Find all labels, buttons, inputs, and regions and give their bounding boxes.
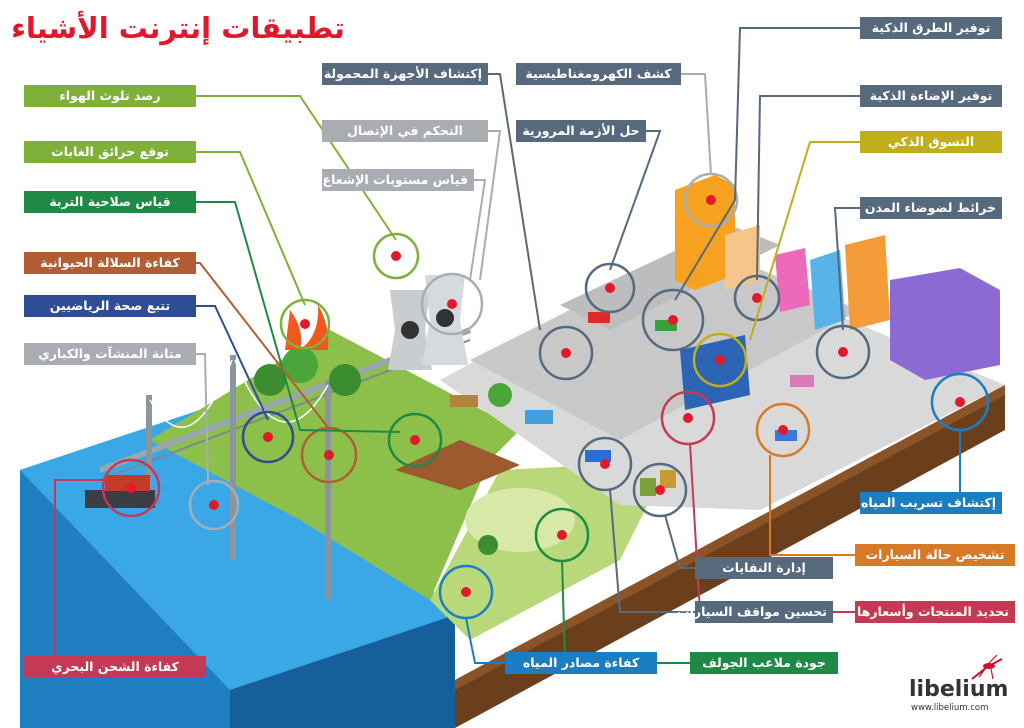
logo-url: www.libelium.com xyxy=(911,703,989,713)
label-air-pollution: رصد تلوث الهواء xyxy=(24,85,196,107)
label-water-leak: إكتشاف تسريب المياه xyxy=(860,492,1002,514)
label-waste: إدارة النفايات xyxy=(695,557,833,579)
label-soil: قياس صلاحية التربة xyxy=(24,191,196,213)
label-radiation: قياس مستويات الإشعاع xyxy=(322,169,474,191)
label-structures: متانة المنشآت والكباري xyxy=(24,343,196,365)
logo-name: libelium xyxy=(909,677,1009,702)
label-smart-roads: توفير الطرق الذكية xyxy=(860,17,1002,39)
label-livestock: كفاءة السلالة الحيوانية xyxy=(24,252,196,274)
label-noise-maps: خرائط لضوضاء المدن xyxy=(860,197,1002,219)
label-electromagnetic: كشف الكهرومغناطيسية xyxy=(516,63,681,85)
label-water-sources: كفاءة مصادر المياه xyxy=(505,652,657,674)
label-traffic: حل الأزمة المرورية xyxy=(516,120,646,142)
label-products-prices: تحديد المنتجات وأسعارها xyxy=(855,601,1015,623)
label-smart-lighting: توفير الإضاءة الذكية xyxy=(860,85,1002,107)
label-smart-shopping: التسوق الذكي xyxy=(860,131,1002,153)
label-connection-control: التحكم في الإتصال xyxy=(322,120,488,142)
mosquito-icon xyxy=(971,655,1003,680)
label-car-diagnosis: تشخيص حالة السيارات xyxy=(855,544,1015,566)
label-parking: تحسين مواقف السيارات xyxy=(677,601,833,623)
label-shipping: كفاءة الشحن البحري xyxy=(24,656,206,678)
label-forest-fire: توقع حرائق الغابات xyxy=(24,141,196,163)
label-golf: جودة ملاعب الجولف xyxy=(690,652,838,674)
label-athletes: تتبع صحة الرياضيين xyxy=(24,295,196,317)
page-title: تطبيقات إنترنت الأشياء xyxy=(11,11,345,45)
label-portable-devices: إكتشاف الأجهزة المحمولة xyxy=(322,63,488,85)
libelium-logo: libelium www.libelium.com xyxy=(905,655,1015,715)
